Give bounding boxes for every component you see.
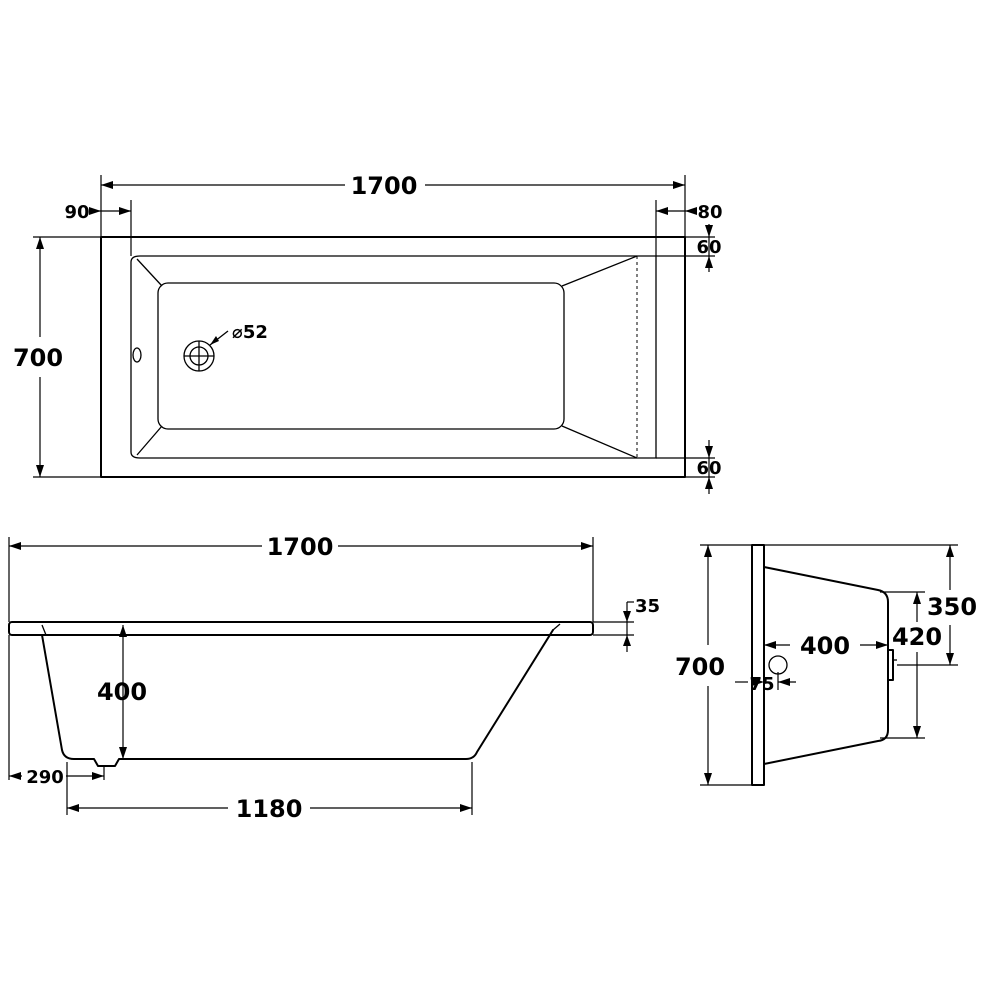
top-slope-line bbox=[561, 255, 638, 287]
top-left-rim-label: 90 bbox=[64, 202, 89, 223]
end-upper-height-dimension bbox=[764, 544, 958, 666]
side-rim-joint bbox=[41, 624, 47, 636]
end-width-dimension bbox=[700, 544, 752, 786]
side-length-dimension bbox=[8, 537, 594, 622]
side-view: 1700 35 400 290 bbox=[8, 533, 660, 823]
end-width-label: 700 bbox=[675, 653, 725, 681]
end-rim bbox=[751, 544, 765, 786]
end-lower-height-dimension bbox=[880, 591, 925, 739]
top-slope-line bbox=[136, 425, 163, 456]
end-overflow-offset-label: 75 bbox=[749, 674, 774, 695]
top-lower-rim-label: 60 bbox=[696, 458, 721, 479]
end-depth-dimension bbox=[764, 641, 888, 649]
side-waste-offset-dimension bbox=[8, 635, 105, 780]
top-tub-floor bbox=[157, 282, 565, 430]
top-left-rim-dimension bbox=[89, 200, 132, 256]
side-depth-label: 400 bbox=[97, 678, 147, 706]
side-rim bbox=[8, 621, 594, 636]
overflow-hole-icon bbox=[132, 347, 142, 363]
top-upper-rim-dimension bbox=[656, 224, 715, 272]
top-inner-rim-edge bbox=[130, 255, 657, 459]
top-length-dimension bbox=[100, 175, 686, 237]
end-tub-body bbox=[763, 566, 889, 765]
top-slope-line bbox=[136, 258, 163, 287]
side-rim-thickness-label: 35 bbox=[635, 596, 660, 617]
overflow-hole-icon bbox=[768, 655, 788, 675]
top-length-label: 1700 bbox=[351, 172, 418, 200]
side-base-label: 1180 bbox=[236, 795, 303, 823]
end-depth-label: 400 bbox=[800, 632, 850, 660]
side-rim-thickness-dimension bbox=[593, 601, 634, 652]
top-lower-rim-dimension bbox=[656, 440, 715, 494]
top-width-dimension bbox=[33, 236, 101, 478]
waste-outlet-icon bbox=[183, 330, 229, 372]
end-overflow-fitting bbox=[887, 649, 894, 681]
side-depth-dimension bbox=[119, 625, 127, 759]
end-overflow-offset-dimension bbox=[735, 672, 796, 690]
side-waste-offset-label: 290 bbox=[26, 767, 64, 788]
side-rim-joint bbox=[552, 623, 561, 631]
top-view: ⌀52 1700 90 80 bbox=[13, 172, 723, 494]
side-tub-body bbox=[41, 629, 554, 767]
side-length-label: 1700 bbox=[267, 533, 334, 561]
end-lower-height-label: 420 bbox=[892, 623, 942, 651]
top-width-label: 700 bbox=[13, 344, 63, 372]
top-slope-line bbox=[561, 425, 638, 459]
end-upper-height-label: 350 bbox=[927, 593, 977, 621]
top-upper-rim-label: 60 bbox=[696, 237, 721, 258]
top-right-rim-label: 80 bbox=[697, 202, 722, 223]
top-outer-rim bbox=[100, 236, 686, 478]
top-right-rim-dimension bbox=[655, 200, 697, 256]
end-view: 700 400 75 350 bbox=[675, 544, 977, 786]
waste-diameter-label: ⌀52 bbox=[232, 322, 268, 343]
side-base-dimension bbox=[66, 762, 473, 815]
